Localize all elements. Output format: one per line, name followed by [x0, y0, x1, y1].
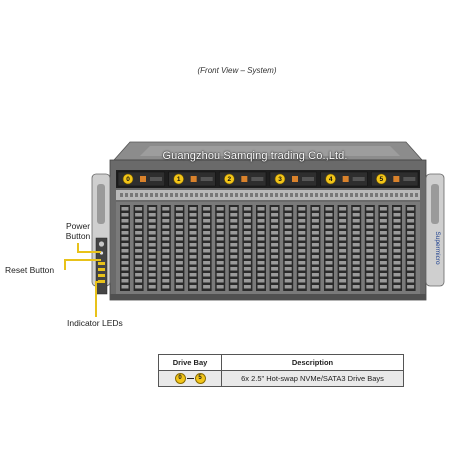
table-header-drive-bay: Drive Bay	[158, 354, 222, 371]
drive-bay-number: 3	[278, 176, 282, 183]
drive-bay-number: 4	[329, 176, 333, 183]
drive-bay-number: 2	[228, 176, 232, 183]
server-chassis-illustration: 0 1 2 3 4 5 Supermicro	[91, 141, 445, 301]
drive-bay-number: 0	[126, 176, 130, 183]
drive-bay-2: 2	[219, 171, 267, 187]
power-leader-vertical	[77, 243, 79, 252]
leds-leader	[95, 281, 103, 283]
power-button-callout: Power Button	[60, 221, 96, 241]
drive-bay-number: 5	[380, 176, 384, 183]
power-button-glyph	[98, 241, 105, 247]
drive-bay-description: 6x 2.5" Hot-swap NVMe/SATA3 Drive Bays	[221, 370, 404, 387]
drive-bay-1: 1	[168, 171, 216, 187]
reset-leader-vertical	[64, 259, 66, 270]
power-callout-line2: Button	[65, 231, 91, 241]
drive-bay-0: 0	[117, 171, 165, 187]
bay-end-badge: 5	[194, 373, 206, 384]
power-leader	[77, 251, 101, 253]
brand-logo-vertical: Supermicro	[434, 231, 441, 265]
watermark-text: Guangzhou Samqing trading Co.,Ltd.	[162, 150, 348, 162]
leds-leader-vertical	[95, 281, 97, 317]
figure-caption: (Front View – System)	[197, 66, 277, 75]
drive-bay-4: 4	[320, 171, 368, 187]
reset-leader	[64, 259, 101, 261]
table-header-description: Description	[221, 354, 404, 371]
bay-start-badge: 0	[174, 373, 186, 384]
drive-bay-5: 5	[371, 171, 419, 187]
drive-bay-3: 3	[269, 171, 317, 187]
range-dash	[186, 377, 194, 380]
reset-button-callout: Reset Button	[5, 265, 55, 275]
power-callout-line1: Power	[65, 221, 91, 231]
drive-bay-number: 1	[177, 176, 181, 183]
indicator-leds-callout: Indicator LEDs	[67, 318, 123, 328]
